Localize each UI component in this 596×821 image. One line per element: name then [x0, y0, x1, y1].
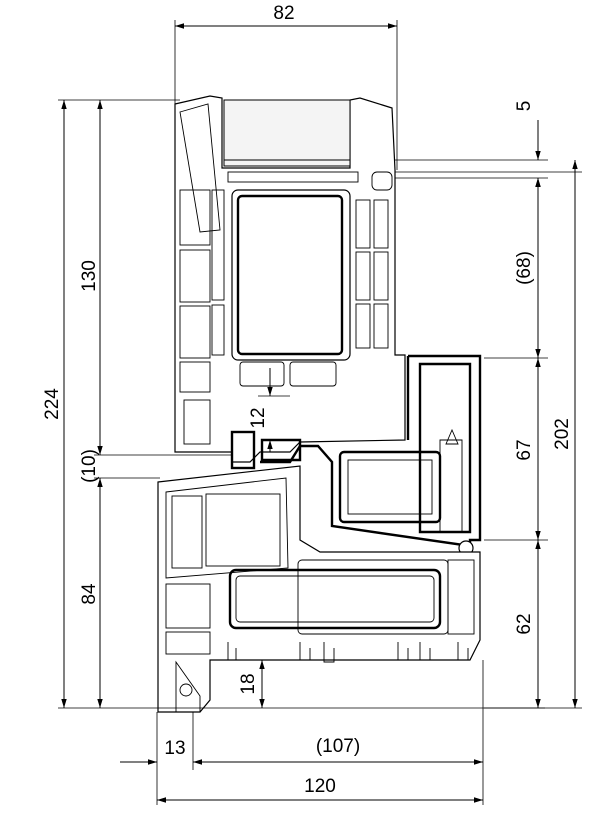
dim-bottom-120: 120	[304, 776, 336, 797]
dim-right-202: 202	[552, 418, 573, 450]
dim-bottom-13: 13	[164, 738, 185, 759]
profile-section	[157, 95, 482, 713]
dimension-labels: 82 224 130 (10) 84 5 (68) 67 62 202 12 1…	[42, 3, 573, 797]
frame-hooks	[227, 642, 469, 663]
dim-overall-height: 224	[42, 388, 63, 420]
dim-right-67: 67	[514, 439, 535, 460]
dim-right-5: 5	[514, 101, 535, 112]
glazing-pane	[223, 99, 351, 167]
dim-sash-height: 130	[79, 260, 100, 292]
dim-gap: (10)	[79, 449, 100, 483]
frame-chambers	[165, 477, 475, 713]
dim-top-width: 82	[273, 3, 294, 24]
dim-inner-12: 12	[248, 407, 269, 428]
sash-gasket	[260, 354, 482, 548]
dim-frame-height: 84	[79, 583, 100, 605]
dim-right-62: 62	[514, 613, 535, 634]
dim-right-68: (68)	[514, 251, 535, 285]
dim-bottom-107: (107)	[316, 736, 360, 757]
dim-inner-18: 18	[238, 673, 259, 694]
dimension-lines	[58, 20, 582, 805]
sash-chambers	[179, 103, 389, 445]
sash-reinforcement	[231, 189, 351, 361]
